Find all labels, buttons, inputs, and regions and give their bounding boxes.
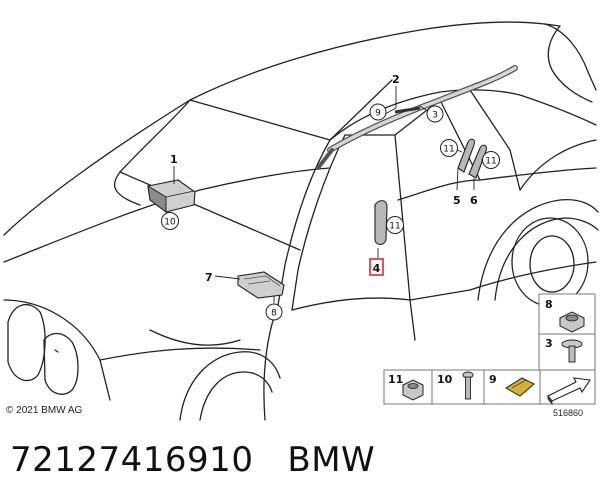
callout-11-circle-left: 11: [440, 139, 458, 157]
callout-11-left: 11: [443, 145, 454, 155]
legend-item-10: 10: [431, 369, 485, 405]
part-1-shape: [147, 179, 196, 213]
clip-nut-icon: [559, 311, 585, 333]
direction-arrow-icon: [547, 377, 591, 406]
legend-label-3: 3: [545, 337, 553, 350]
screw-icon: [561, 339, 583, 363]
callout-11-circle-right: 11: [482, 151, 500, 169]
legend-item-arrow: [539, 369, 596, 406]
parts-diagram: 1 10 2 9 3 11 11 11 5 6 4 7 8: [3, 21, 599, 421]
callout-3-circle: 3: [426, 105, 444, 123]
callout-10: 10: [164, 218, 176, 228]
callout-9: 9: [375, 109, 381, 119]
diagram-id: 516860: [553, 408, 584, 418]
callout-3: 3: [432, 111, 438, 121]
hex-nut-icon: [402, 379, 424, 401]
legend-label-9: 9: [489, 373, 497, 386]
callout-4: 4: [373, 262, 381, 275]
callout-11-right: 11: [485, 157, 496, 167]
legend-item-9: 9: [483, 369, 541, 405]
callout-7: 7: [205, 271, 213, 284]
part-4-shape: [374, 200, 388, 246]
callout-10-circle: 10: [161, 212, 179, 230]
callout-6: 6: [470, 194, 478, 207]
callout-4-highlight: 4: [369, 258, 384, 276]
legend-item-11: 11: [383, 369, 433, 405]
legend-item-3: 3: [538, 333, 596, 371]
legend-label-11: 11: [388, 373, 403, 386]
part-2-shape: [316, 65, 518, 170]
legend-item-8: 8: [538, 293, 596, 335]
copyright-text: © 2021 BMW AG: [6, 405, 83, 416]
callout-9-circle: 9: [369, 103, 387, 121]
part-5-shape: [457, 138, 475, 173]
car-outline: [3, 21, 599, 421]
callout-1: 1: [170, 153, 178, 166]
callout-8-circle: 8: [265, 303, 283, 321]
part-number-caption: 72127416910 BMW: [10, 440, 376, 480]
part-6-shape: [468, 144, 487, 179]
callout-2: 2: [392, 73, 400, 86]
callout-8: 8: [271, 309, 277, 319]
callout-11-part4: 11: [389, 222, 400, 232]
clip-icon: [505, 377, 535, 397]
bolt-icon: [462, 371, 474, 400]
legend-label-8: 8: [545, 298, 553, 311]
legend-label-10: 10: [437, 373, 453, 386]
callout-5: 5: [453, 194, 461, 207]
part-7-shape: [237, 271, 285, 299]
callout-11-circle-part4: 11: [386, 216, 404, 234]
